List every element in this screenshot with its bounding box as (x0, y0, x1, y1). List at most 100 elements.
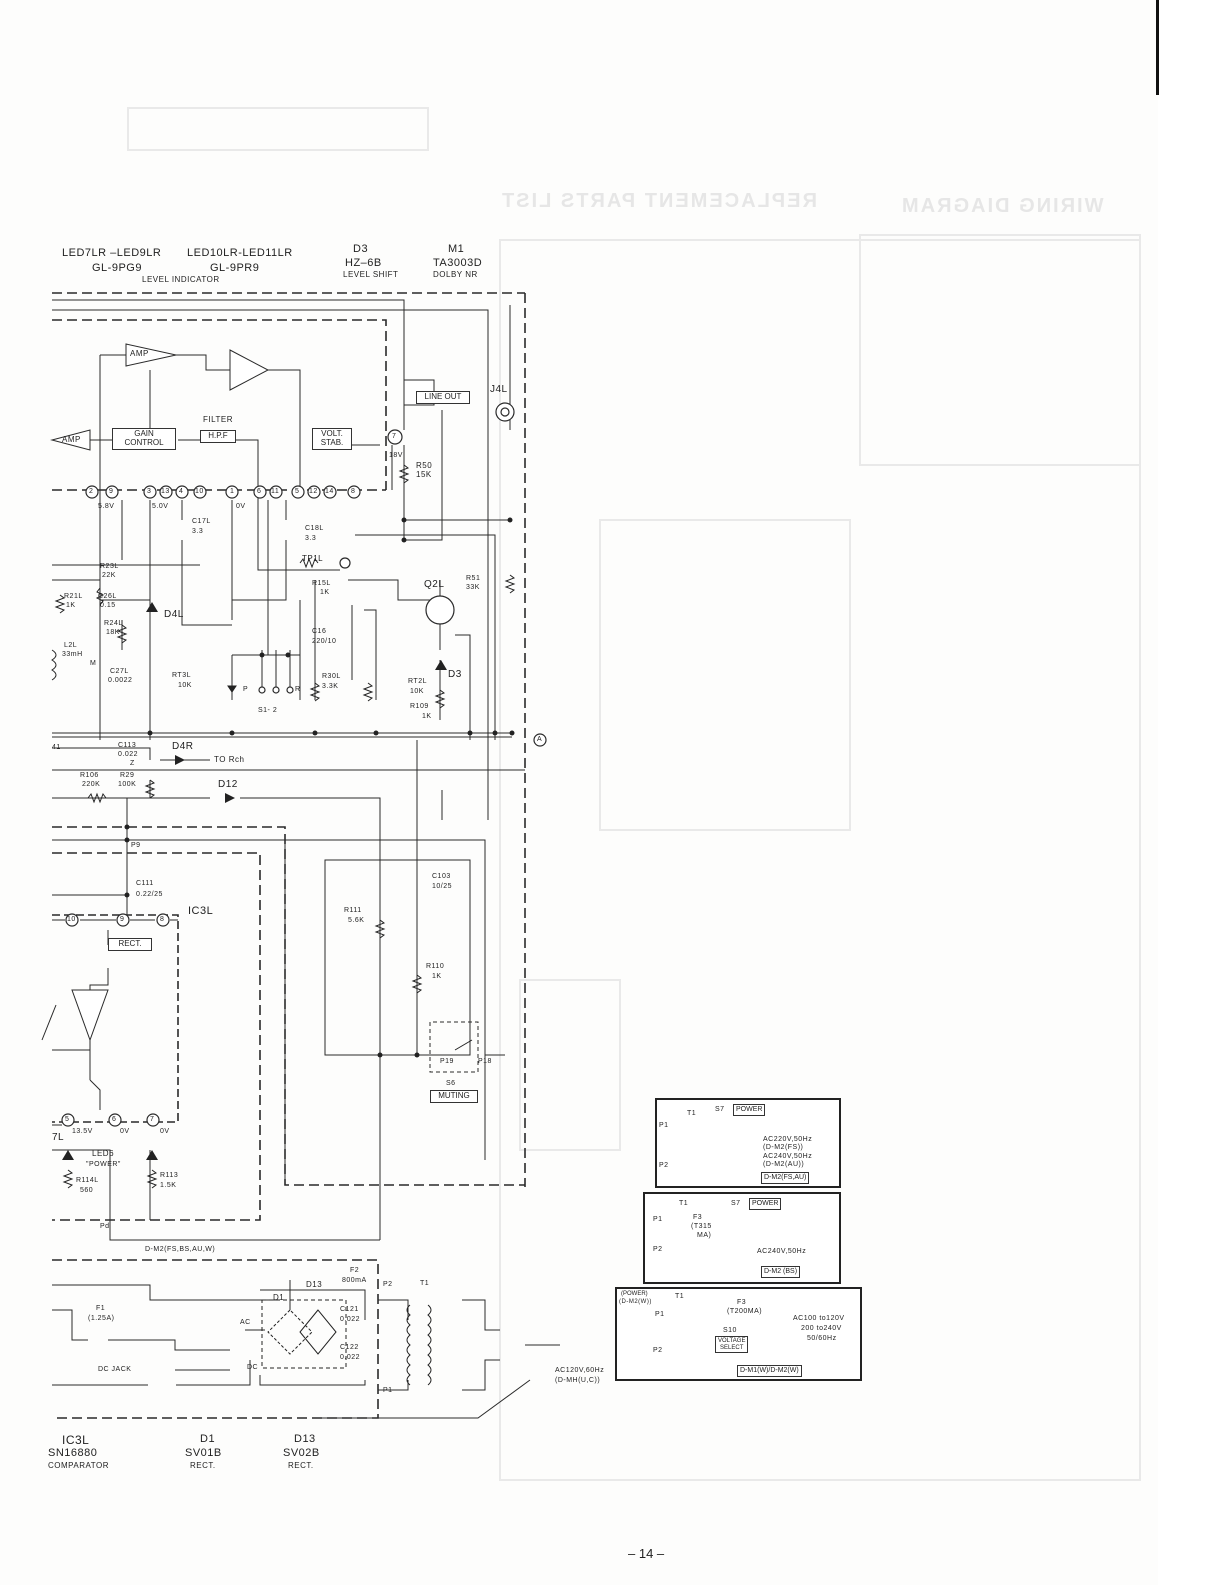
c18l-value: 3.3 (305, 535, 317, 542)
q2l-label: Q2L (424, 579, 445, 590)
r24l-value: 18K (106, 629, 120, 636)
r113-label: R113 (160, 1172, 179, 1179)
ic-pin-9: 9 (120, 916, 125, 923)
inset3-vs2: SELECT (720, 1344, 744, 1351)
tp1l-label: TP1L (302, 554, 324, 563)
m1-part: TA3003D (433, 257, 483, 269)
opamp-triangle (229, 349, 270, 391)
pin-3: 3 (147, 488, 152, 495)
ac120-label: AC120V,60Hz (555, 1367, 605, 1374)
v0c-label: 0V (160, 1128, 170, 1135)
rt2l-value: 10K (410, 688, 424, 695)
inset3-p2: P2 (653, 1347, 663, 1354)
inset3-s10: S10 (723, 1327, 737, 1334)
level-indicator-label: LEVEL INDICATOR (142, 275, 220, 284)
pin-12: 12 (309, 488, 318, 495)
inset2-f3v: (T315 (691, 1223, 712, 1230)
j4l-label: J4L (490, 384, 508, 395)
r50-label: R50 (416, 461, 433, 470)
amp-block-left: AMP (62, 435, 81, 444)
c103-value: 10/25 (432, 883, 453, 890)
d3-part: HZ–6B (345, 257, 382, 269)
inset2-power: POWER (749, 1198, 782, 1210)
inset2-p1: P1 (653, 1216, 663, 1223)
m1-function: DOLBY NR (433, 270, 478, 279)
pin-9: 9 (109, 488, 114, 495)
inset-w: (POWER) (D-M2(W)) S7 T1 P1 P2 F3 (T200MA… (615, 1287, 862, 1381)
s12-label: S1- 2 (258, 707, 278, 714)
ic3l-bottom-function: COMPARATOR (48, 1461, 110, 1470)
m1-ref: M1 (448, 243, 465, 255)
transformer-primary (406, 1304, 411, 1386)
v18-label: 18V (389, 452, 403, 459)
amp-block-top: AMP (130, 349, 149, 358)
line-out-block: LINE OUT (416, 391, 470, 404)
pin-11: 11 (271, 488, 280, 495)
d1-bottom-ref: D1 (200, 1433, 216, 1445)
hpf-block: H.P.F (200, 430, 236, 443)
c122-label: C122 (340, 1344, 359, 1351)
ic-pin-10: 10 (67, 916, 76, 923)
d1-bottom-part: SV01B (185, 1447, 222, 1459)
pin-10: 10 (195, 488, 204, 495)
inset3-p1: P1 (655, 1311, 665, 1318)
c111-label: C111 (136, 880, 154, 887)
c111-value: 0.22/25 (136, 891, 163, 898)
s6-label: S6 (446, 1080, 456, 1087)
pin-5: 5 (295, 488, 300, 495)
r15l-value: 1K (320, 589, 330, 596)
ic3l-bottom-ref: IC3L (62, 1433, 90, 1447)
r51-value: 33K (466, 584, 480, 591)
r50-value: 15K (416, 470, 432, 479)
d1-bottom-function: RECT. (190, 1461, 216, 1470)
r111-label: R111 (344, 907, 362, 914)
pin-2: 2 (89, 488, 94, 495)
r29-value: 100K (118, 781, 137, 788)
inset3-f3: F3 (737, 1299, 747, 1306)
c103-label: C103 (432, 873, 451, 880)
c121-label: C121 (340, 1306, 359, 1313)
r109-label: R109 (410, 703, 429, 710)
rectifier-bridges (261, 1039, 473, 1369)
inset3-voltage-select: VOLTAGE SELECT (715, 1336, 749, 1354)
v0-label: 0V (236, 503, 246, 510)
q2l-transistor (425, 595, 455, 625)
r114l-label: R114L (76, 1177, 99, 1184)
r110-label: R110 (426, 963, 445, 970)
inset1-p2: P2 (659, 1162, 669, 1169)
wires (52, 299, 560, 1419)
inset3-vs1: VOLTAGE (718, 1338, 746, 1344)
r15l-label: R15L (312, 580, 331, 587)
inset3-dm2w: (D-M2(W)) (619, 1299, 652, 1305)
r113-value: 1.5K (160, 1182, 177, 1189)
inset3-spec3: 50/60Hz (807, 1335, 837, 1342)
c18l-label: C18L (305, 525, 324, 532)
led7l-partial-label: 7L (52, 1132, 65, 1143)
v58-label: 5.8V (98, 503, 115, 510)
d12-label: D12 (218, 779, 238, 790)
inset2-t1: T1 (679, 1200, 689, 1207)
c16-value: 220/10 (312, 638, 337, 645)
d13-bottom-part: SV02B (283, 1447, 320, 1459)
c122-value: 0.022 (340, 1354, 361, 1361)
pd-connector: Pd (100, 1223, 110, 1230)
d4l-label: D4L (164, 609, 184, 620)
led6-power: "POWER" (86, 1161, 121, 1168)
ic-pin-8: 8 (160, 916, 165, 923)
inset-bs: T1 S7 POWER P1 P2 F3 (T315 MA) AC240V,50… (643, 1192, 841, 1284)
page-right-edge (1158, 0, 1225, 1585)
c113-label: C113 (118, 742, 137, 749)
c17l-value: 3.3 (192, 528, 204, 535)
resistors (51, 464, 516, 1386)
r109-value: 1K (422, 713, 432, 720)
inset1-spec1b: (D-M2(FS)) (763, 1144, 804, 1151)
ic3l-label: IC3L (188, 905, 214, 917)
rt2l-label: RT2L (408, 678, 427, 685)
r106-label: R106 (80, 772, 99, 779)
led-left-part: GL-9PG9 (92, 262, 142, 274)
inset2-spec: AC240V,50Hz (757, 1248, 807, 1255)
dc-jack-label: DC JACK (98, 1366, 132, 1373)
led-right-part: GL-9PR9 (210, 262, 260, 274)
diodes (62, 602, 447, 1160)
r21l-value: 1K (66, 602, 76, 609)
